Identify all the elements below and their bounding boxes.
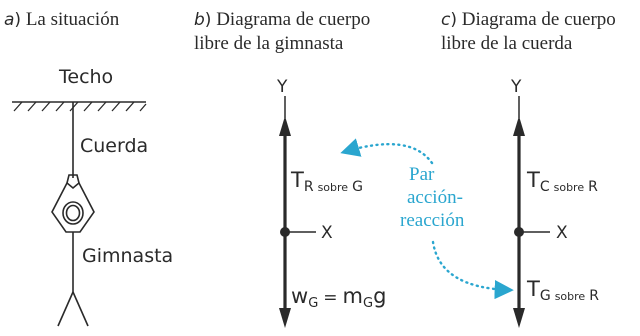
gymnast-y-axis-label: Y [276,77,288,97]
gymnast-left-leg [58,292,73,326]
pair-label-line1: Par [409,164,435,185]
tension-crl-sub-word: sobre [554,181,585,194]
rope-y-axis-label: Y [510,77,522,97]
weight-label: wG=mGg [291,284,386,311]
tension-crl-sub-main: C [540,179,550,195]
rope-upper-force-arrowhead [513,116,525,136]
pair-arrow-to-gymnast-force [344,144,432,163]
gymnast-right-leg [73,292,88,326]
weight-symbol: w [291,284,308,308]
gymnast-face [67,206,80,221]
tension-grl-sub-end: R [589,288,599,304]
weight-sub: G [308,296,318,311]
tension-crl-symbol: T [526,168,540,192]
rope-point [514,227,524,237]
rope-lower-force-arrowhead [513,308,525,328]
gymnast-x-axis-label: X [321,223,333,243]
tension-grl-sub-main: G [540,288,551,304]
situation-drawing: Techo Cuerda Gimnasta [12,66,173,326]
gymnast-point [280,227,290,237]
gymnast-upper-force-arrowhead [279,116,291,136]
weight-mass: m [343,284,363,308]
weight-equals: = [323,288,337,308]
tension-rgl-sub-main: R [304,179,314,195]
tension-rgl-sub-end: G [352,179,363,195]
ceiling-hatching [14,102,146,111]
rope-x-axis-label: X [556,223,568,243]
gymnast-label: Gimnasta [82,245,173,267]
tension-rgl-symbol: T [290,168,304,192]
pair-arrow-to-rope-force [433,242,510,290]
action-reaction-pair: Par acción- reacción [344,144,510,290]
tension-grl-sub-word: sobre [555,290,586,303]
tension-rgl-sub-word: sobre [318,181,349,194]
gymnast-weight-arrowhead [279,308,291,328]
pair-label-line2: acción- [407,187,463,208]
rope-label: Cuerda [80,135,148,157]
tension-grl-symbol: T [526,277,540,301]
tension-crl-sub-end: R [588,179,598,195]
pair-label-line3: reacción [400,210,465,231]
weight-g: g [373,284,386,308]
ceiling-label: Techo [58,66,113,88]
weight-mass-sub: G [363,296,373,311]
